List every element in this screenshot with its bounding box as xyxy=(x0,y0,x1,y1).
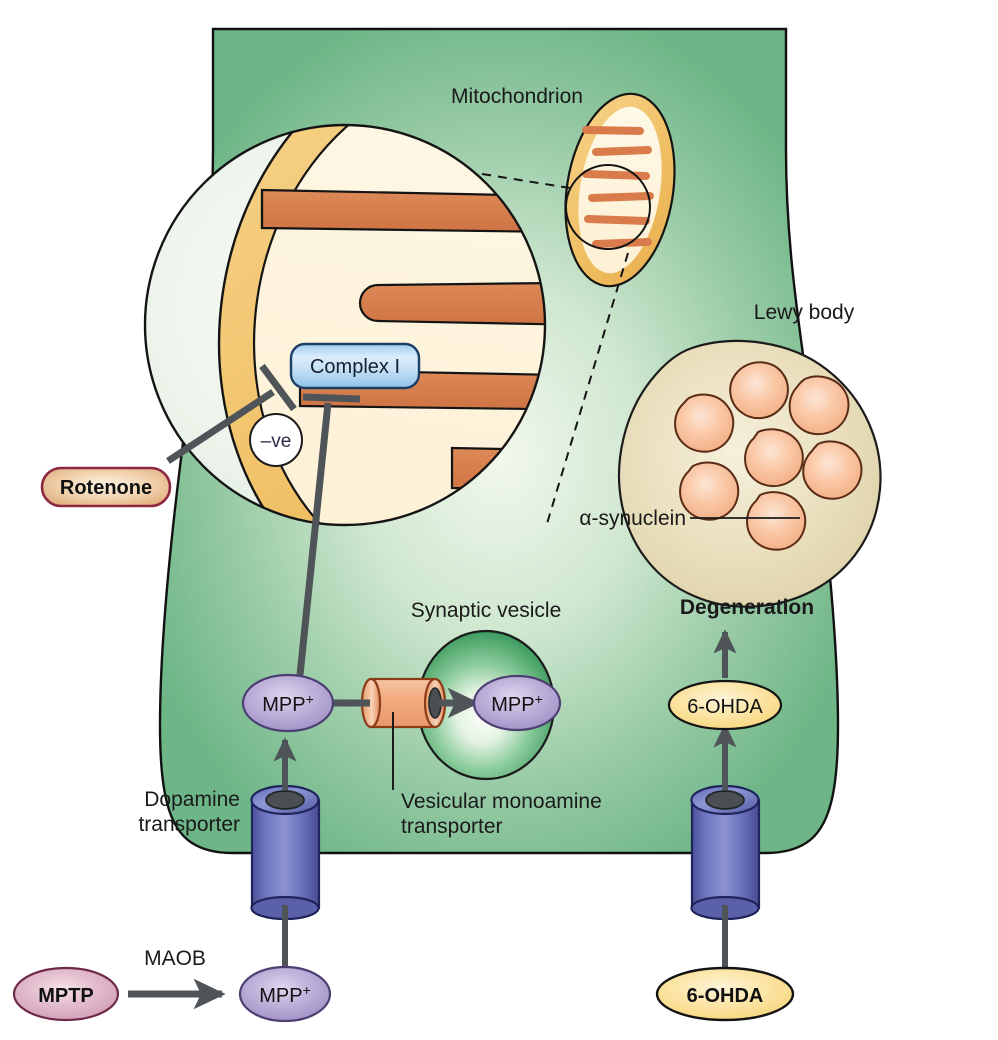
complex-i[interactable]: Complex I xyxy=(289,342,421,390)
rotenone-inhibition-line xyxy=(166,389,275,464)
synuclein-blob xyxy=(746,491,807,551)
vesicular-monoamine-transporter[interactable] xyxy=(360,677,447,790)
dopamine-transporter-body[interactable] xyxy=(250,798,321,910)
synuclein-blob xyxy=(679,461,740,521)
mpp-extracellular-oval[interactable] xyxy=(238,965,332,1023)
lewy-body-label: Lewy body xyxy=(754,301,855,324)
mitochondrion-callout-circle xyxy=(565,164,651,250)
mpp-vesicle-oval[interactable] xyxy=(472,674,562,732)
ohda-cytosol[interactable]: 6-OHDA xyxy=(667,679,783,731)
mpp-inhibition-tbar xyxy=(302,393,361,403)
mpp-vesicle-label: MPP+ xyxy=(491,691,543,716)
vmat-pore xyxy=(428,687,442,719)
rotenone-inhibition-tbar xyxy=(259,363,297,412)
ohda-extracellular[interactable]: 6-OHDA xyxy=(655,966,795,1022)
dopamine-transporter-label-line1: Dopamine xyxy=(144,788,240,811)
synuclein-blob xyxy=(802,440,863,500)
degeneration-label: Degeneration xyxy=(680,596,814,619)
inhibition-arrows xyxy=(166,363,361,676)
dopamine-transporter[interactable] xyxy=(250,784,321,921)
synuclein-blob xyxy=(744,428,804,487)
alpha-synuclein-label: α-synuclein xyxy=(579,507,686,530)
synaptic-vesicle-label: Synaptic vesicle xyxy=(411,599,562,622)
negative-feedback-label: –ve xyxy=(261,431,292,452)
negative-feedback-marker: –ve xyxy=(249,413,303,467)
vmat-label-line2: transporter xyxy=(401,815,503,838)
mpp-cytosol-label: MPP+ xyxy=(262,691,314,716)
dopamine-transporter-pore xyxy=(265,790,305,810)
lewy-body xyxy=(617,339,882,608)
alpha-synuclein-aggregates xyxy=(674,361,863,551)
vmat-label-line1: Vesicular monoamine xyxy=(401,790,602,813)
mpp-extracellular-label: MPP+ xyxy=(259,982,311,1007)
mptp[interactable]: MPTP xyxy=(12,966,120,1022)
synuclein-blob xyxy=(788,375,850,436)
mpp-plus-cytosol[interactable]: MPP+ xyxy=(241,673,335,733)
synuclein-blob xyxy=(729,361,789,420)
ohda-cytosol-oval[interactable] xyxy=(667,679,783,731)
mitochondrion xyxy=(564,92,676,288)
rotenone-label: Rotenone xyxy=(60,477,152,499)
mpp-plus-extracellular[interactable]: MPP+ xyxy=(238,965,332,1023)
ohda-extracellular-label: 6-OHDA xyxy=(687,985,764,1007)
mitochondrion-label: Mitochondrion xyxy=(451,85,583,108)
synuclein-blob xyxy=(674,393,735,453)
ohda-extracellular-oval[interactable] xyxy=(655,966,795,1022)
ohda-transporter-body[interactable] xyxy=(690,798,761,910)
negative-feedback-circle xyxy=(249,413,303,467)
ohda-transporter-pore xyxy=(705,790,745,810)
magnifier-border xyxy=(143,123,547,527)
ohda-cytosol-label: 6-OHDA xyxy=(687,696,763,718)
rotenone-pill[interactable] xyxy=(40,466,172,508)
mpp-cytosol-oval[interactable] xyxy=(241,673,335,733)
complex-i-box[interactable] xyxy=(289,342,421,390)
mptp-label: MPTP xyxy=(38,985,94,1007)
mpp-plus-vesicle[interactable]: MPP+ xyxy=(472,674,562,732)
dopamine-transporter-label-line2: transporter xyxy=(138,813,240,836)
mptp-oval[interactable] xyxy=(12,966,120,1022)
complex-i-label: Complex I xyxy=(310,356,400,378)
mpp-inhibition-line xyxy=(296,402,332,676)
maob-label: MAOB xyxy=(144,947,206,970)
ohda-transporter[interactable] xyxy=(690,784,761,921)
rotenone[interactable]: Rotenone xyxy=(40,466,172,508)
